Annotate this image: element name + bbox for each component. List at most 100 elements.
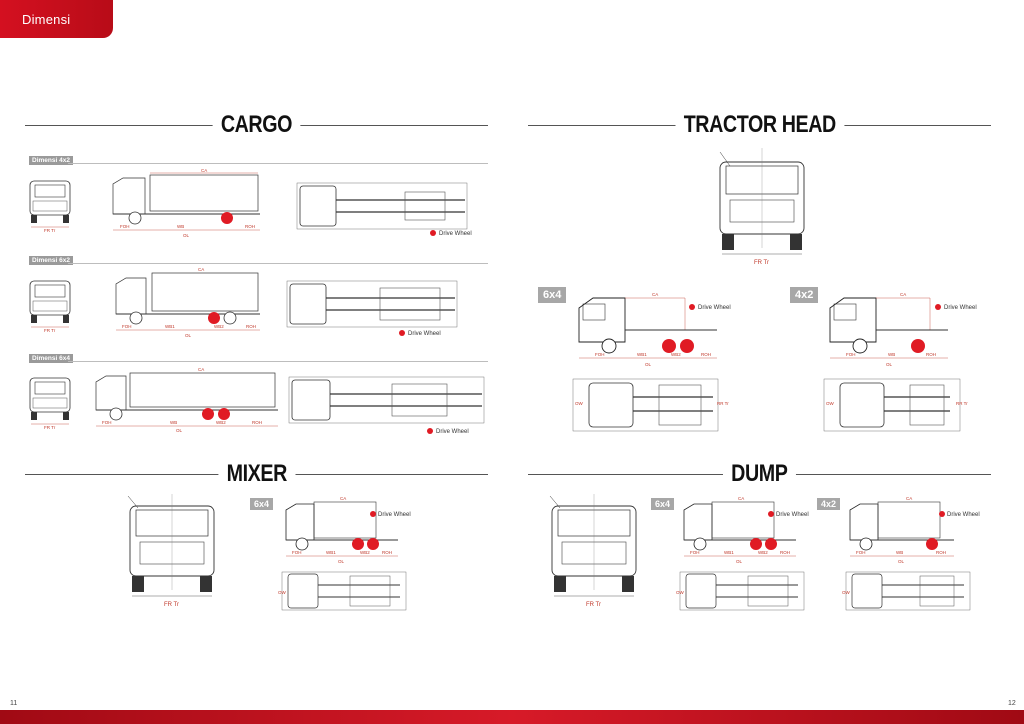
svg-text:WB1: WB1 <box>637 352 647 357</box>
svg-text:CA: CA <box>900 292 906 297</box>
fr-tr-label: FR Tr <box>44 228 56 233</box>
page-number-left: 11 <box>10 700 18 707</box>
svg-text:CA: CA <box>198 367 204 372</box>
page-number-right: 12 <box>1008 700 1016 707</box>
cargo-heading: CARGO <box>25 110 488 140</box>
svg-text:OL: OL <box>645 362 652 367</box>
dump-4x2-top-view: OW <box>842 571 971 611</box>
svg-text:ROH: ROH <box>245 224 255 229</box>
svg-text:ROH: ROH <box>382 550 392 555</box>
svg-text:OL: OL <box>176 428 183 433</box>
svg-text:CA: CA <box>198 267 204 272</box>
svg-text:ROH: ROH <box>926 352 936 357</box>
cargo-row-label: Dimensi 6x2 <box>29 256 73 265</box>
svg-text:WB2: WB2 <box>216 420 226 425</box>
svg-text:OL: OL <box>183 233 190 238</box>
svg-text:OW: OW <box>826 401 835 406</box>
svg-text:WB1: WB1 <box>724 550 734 555</box>
tractor-front-view: FR Tr <box>719 148 805 266</box>
svg-text:FOH: FOH <box>595 352 605 357</box>
cargo-title: CARGO <box>212 111 301 139</box>
mixer-title: MIXER <box>218 460 295 488</box>
dump-title: DUMP <box>723 460 796 488</box>
cargo-6x4-front-view: FR Tr <box>29 377 71 430</box>
svg-text:OL: OL <box>338 559 345 564</box>
cargo-row-label: Dimensi 4x2 <box>29 156 73 165</box>
svg-text:OL: OL <box>185 333 192 338</box>
svg-text:ROH: ROH <box>246 324 256 329</box>
dump-front-view: FR Tr <box>549 494 637 608</box>
cargo-6x4-top-view: Drive Wheel <box>288 376 485 435</box>
tractor-6x4-side-view: Drive Wheel CA FOH WB1 WB2 ROH OL <box>578 292 731 367</box>
section-tab-label: Dimensi <box>22 12 71 27</box>
svg-text:WB: WB <box>888 352 895 357</box>
svg-text:FOH: FOH <box>102 420 112 425</box>
svg-text:FOH: FOH <box>122 324 132 329</box>
mixer-6x4-top-view: OW <box>278 571 407 611</box>
svg-text:Drive Wheel: Drive Wheel <box>944 305 977 311</box>
dump-6x4-side-view: Drive Wheel CA FOH WB1 WB2 ROH OL <box>683 496 809 564</box>
cargo-6x4-side-view: CA FOH WB WB2 ROH OL <box>95 367 278 433</box>
svg-text:WB: WB <box>177 224 184 229</box>
cargo-4x2-top-view: Drive Wheel <box>296 182 472 237</box>
tractor-4x2-side-view: Drive Wheel CA FOH WB ROH OL <box>829 292 977 367</box>
tractor-fr-tr-label: FR Tr <box>754 260 769 266</box>
svg-text:ROH: ROH <box>936 550 946 555</box>
svg-text:Drive Wheel: Drive Wheel <box>436 429 469 435</box>
cargo-4x2-side-view: CA FOH WB ROH OL <box>112 168 260 238</box>
svg-text:CA: CA <box>738 496 744 501</box>
cargo-row-divider <box>68 263 488 264</box>
svg-text:FOH: FOH <box>690 550 700 555</box>
svg-text:WB1: WB1 <box>326 550 336 555</box>
svg-text:FOH: FOH <box>120 224 130 229</box>
svg-text:FR Tr: FR Tr <box>164 602 179 608</box>
mixer-heading: MIXER <box>25 459 488 489</box>
svg-text:WB2: WB2 <box>214 324 224 329</box>
dump-6x4-top-view: OW <box>676 571 805 611</box>
mixer-6x4-side-view: Drive Wheel CA FOH WB1 WB2 ROH OL <box>285 496 411 564</box>
tractor-6x4-tag: 6x4 <box>538 287 567 303</box>
svg-text:OW: OW <box>842 590 851 595</box>
tractor-title: TRACTOR HEAD <box>675 111 844 139</box>
cargo-6x2-front-view: FR Tr <box>29 280 71 333</box>
svg-text:RR Tr: RR Tr <box>717 401 729 406</box>
tractor-6x4-top-view: OW RR Tr <box>572 378 729 432</box>
footer-bar <box>0 710 1024 724</box>
svg-text:OL: OL <box>736 559 743 564</box>
svg-text:FOH: FOH <box>292 550 302 555</box>
dump-4x2-side-view: Drive Wheel CA FOH WB ROH OL <box>849 496 980 564</box>
cargo-row-label: Dimensi 6x4 <box>29 354 73 363</box>
svg-text:CA: CA <box>340 496 346 501</box>
tractor-4x2-top-view: OW RR Tr <box>823 378 968 432</box>
svg-text:FOH: FOH <box>846 352 856 357</box>
svg-text:WB: WB <box>896 550 903 555</box>
svg-text:FR Tr: FR Tr <box>586 602 601 608</box>
drive-wheel-legend: Drive Wheel <box>439 231 472 237</box>
dump-heading: DUMP <box>528 459 991 489</box>
cargo-row-divider <box>68 163 488 164</box>
dump-6x4-tag: 6x4 <box>651 498 675 510</box>
dump-4x2-tag: 4x2 <box>817 498 841 510</box>
svg-text:Drive Wheel: Drive Wheel <box>776 512 809 518</box>
svg-text:WB2: WB2 <box>758 550 768 555</box>
cargo-4x2-front-view: FR Tr <box>29 180 71 233</box>
svg-text:WB2: WB2 <box>671 352 681 357</box>
svg-text:OW: OW <box>676 590 685 595</box>
svg-text:Drive Wheel: Drive Wheel <box>947 512 980 518</box>
svg-text:OW: OW <box>278 590 287 595</box>
drive-wheel-legend-icon <box>430 230 436 236</box>
tractor-4x2-tag: 4x2 <box>790 287 819 303</box>
svg-text:WB: WB <box>170 420 177 425</box>
tractor-heading: TRACTOR HEAD <box>528 110 991 140</box>
svg-text:FR Tr: FR Tr <box>44 328 56 333</box>
svg-text:OL: OL <box>886 362 893 367</box>
cargo-6x2-top-view: Drive Wheel <box>286 280 458 337</box>
svg-text:ROH: ROH <box>701 352 711 357</box>
mixer-6x4-tag: 6x4 <box>250 498 274 510</box>
svg-text:ROH: ROH <box>252 420 262 425</box>
svg-text:RR Tr: RR Tr <box>956 401 968 406</box>
mixer-front-view: FR Tr <box>127 494 215 608</box>
cargo-row-divider <box>68 361 488 362</box>
drive-wheel-marker <box>221 212 233 224</box>
svg-text:Drive Wheel: Drive Wheel <box>408 331 441 337</box>
